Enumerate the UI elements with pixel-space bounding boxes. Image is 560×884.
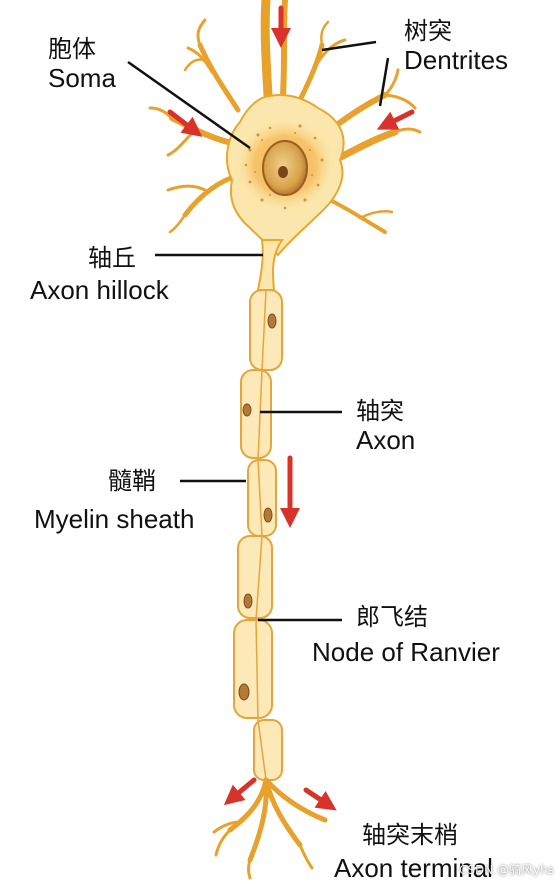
arrow-terminal-left: [223, 777, 257, 806]
leader-lines: [127, 40, 390, 622]
label-terminal: 轴突末梢: [362, 821, 458, 850]
label-hillock: 轴丘: [88, 244, 136, 273]
label-ranvier-en: Node of Ranvier: [312, 637, 500, 667]
label-ranvier-en-wrap: Node of Ranvier: [312, 637, 500, 668]
schwann-nuclei: [238, 313, 277, 701]
label-soma-en: Soma: [48, 62, 116, 93]
axon-hillock: [256, 239, 284, 291]
label-terminal-en: Axon terminal: [334, 853, 493, 883]
label-myelin-en: Myelin sheath: [34, 504, 195, 534]
label-soma-zh: 胞体: [48, 35, 96, 63]
leader-soma: [127, 60, 251, 150]
leader-dendrites-b: [378, 57, 390, 107]
label-axon-en: Axon: [356, 424, 416, 455]
label-hillock-en: Axon hillock: [30, 275, 169, 305]
arrow-terminal-right: [303, 787, 337, 811]
label-myelin: 髓鞘: [108, 467, 156, 496]
label-dendrites: 树突 Dentrites: [404, 17, 509, 75]
signal-arrows: [167, 5, 415, 811]
label-soma: 胞体 Soma: [48, 35, 116, 93]
axon-terminal: [212, 777, 328, 880]
label-hillock-en-wrap: Axon hillock: [30, 275, 169, 306]
leader-dendrites-a: [321, 40, 377, 52]
label-axon-zh: 轴突: [356, 397, 404, 425]
label-dendrites-zh: 树突: [404, 17, 452, 45]
label-terminal-en-wrap: Axon terminal: [334, 853, 493, 884]
label-dendrites-en: Dentrites: [404, 44, 509, 75]
label-axon: 轴突 Axon: [356, 397, 416, 455]
arrow-right: [376, 109, 415, 130]
label-hillock-zh: 轴丘: [88, 244, 136, 272]
label-myelin-en-wrap: Myelin sheath: [34, 504, 195, 535]
label-ranvier: 郎飞结: [356, 603, 428, 632]
watermark: CSDN @骑风yhs: [459, 863, 554, 877]
label-terminal-zh: 轴突末梢: [362, 821, 458, 849]
label-myelin-zh: 髓鞘: [108, 467, 156, 495]
soma-granules: [244, 124, 324, 210]
label-ranvier-zh: 郎飞结: [356, 603, 428, 631]
nucleolus: [278, 166, 288, 178]
arrow-left: [167, 109, 203, 137]
